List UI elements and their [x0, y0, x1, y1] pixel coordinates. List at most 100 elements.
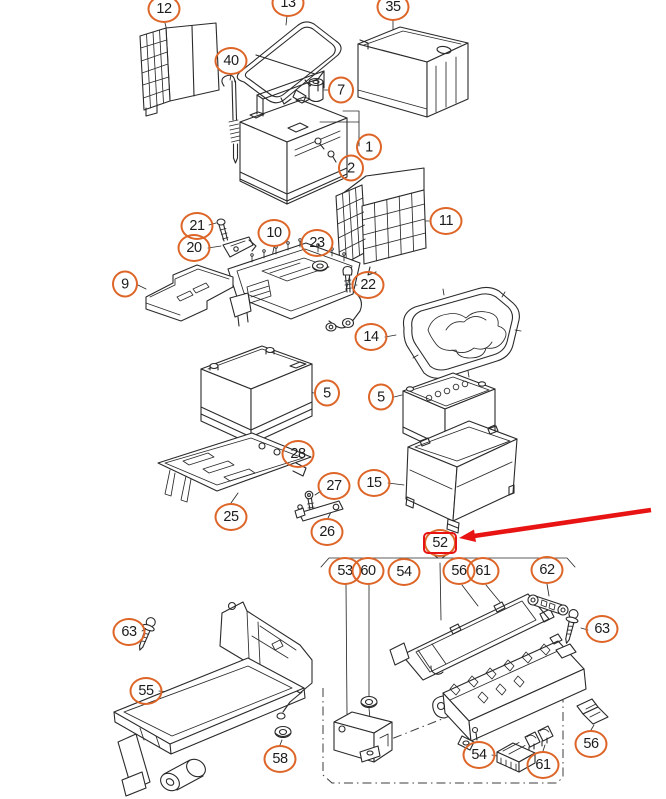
- part-12-insulation-jacket: [139, 22, 220, 117]
- part-58-nut: [274, 725, 292, 739]
- callout-14[interactable]: 14: [354, 323, 388, 351]
- callout-55-label: 55: [138, 683, 154, 699]
- part-21-bolt: [216, 218, 229, 242]
- callout-9-label: 9: [121, 276, 129, 292]
- bottom-section-leaders: [141, 553, 595, 757]
- callout-58[interactable]: 58: [263, 745, 297, 773]
- callout-52-label: 52: [432, 535, 448, 551]
- callout-9[interactable]: 9: [112, 270, 138, 298]
- callout-7-label: 7: [337, 82, 345, 98]
- callout-1[interactable]: 1: [356, 133, 382, 161]
- part-23-nut: [311, 260, 329, 272]
- callout-63-left[interactable]: 63: [112, 618, 146, 646]
- part-1-2-fasteners: [314, 110, 360, 163]
- callout-58-label: 58: [272, 751, 288, 767]
- part-22-bolt: [342, 265, 353, 293]
- callout-23[interactable]: 23: [300, 229, 334, 257]
- callout-15[interactable]: 15: [357, 469, 391, 497]
- callout-10-label: 10: [266, 225, 282, 241]
- callout-61-top-label: 61: [475, 563, 491, 579]
- part-26-bracket-arm: [294, 500, 344, 522]
- callout-54-bottom-label: 54: [471, 747, 487, 763]
- callout-27[interactable]: 27: [317, 472, 351, 500]
- fuse-box-body: [432, 633, 587, 751]
- callout-13-label: 13: [280, 0, 296, 11]
- callout-54-top[interactable]: 54: [387, 558, 421, 586]
- part-15-battery-box-lower: [405, 420, 518, 534]
- callout-28-label: 28: [290, 446, 306, 462]
- callout-5-left[interactable]: 5: [314, 379, 340, 407]
- callout-1-label: 1: [365, 139, 373, 155]
- callout-14-label: 14: [363, 329, 379, 345]
- callout-7[interactable]: 7: [328, 76, 354, 104]
- callout-25[interactable]: 25: [214, 503, 248, 531]
- callout-12[interactable]: 12: [147, 0, 181, 23]
- callout-10[interactable]: 10: [257, 219, 291, 247]
- callout-63-right-label: 63: [594, 621, 610, 637]
- callout-56-bottom[interactable]: 56: [574, 730, 608, 758]
- callout-26[interactable]: 26: [310, 518, 344, 546]
- callout-53-label: 53: [337, 563, 353, 579]
- highlight-arrow: [459, 507, 652, 542]
- callout-62-label: 62: [539, 562, 555, 578]
- callout-26-label: 26: [319, 524, 335, 540]
- callout-11[interactable]: 11: [429, 207, 463, 235]
- callout-40[interactable]: 40: [214, 47, 248, 75]
- callout-61-top[interactable]: 61: [466, 557, 500, 585]
- part-5-battery-left: [200, 345, 313, 445]
- callout-35[interactable]: 35: [376, 0, 410, 21]
- callout-25-label: 25: [223, 509, 239, 525]
- callout-2-label: 2: [347, 160, 355, 176]
- part-35-battery-box: [357, 26, 469, 118]
- callout-56-bottom-label: 56: [583, 736, 599, 752]
- fuse-box-cover: [389, 593, 555, 681]
- part-13-battery-cover: [236, 21, 342, 105]
- callout-63-right[interactable]: 63: [585, 615, 619, 643]
- assembly-boundary: [322, 688, 564, 784]
- callout-60[interactable]: 60: [351, 557, 385, 585]
- callout-61-bottom[interactable]: 61: [526, 751, 560, 779]
- callout-62[interactable]: 62: [530, 556, 564, 584]
- callout-60-label: 60: [360, 563, 376, 579]
- part-61-fuses-bottom: [524, 725, 554, 753]
- callout-21-label: 21: [189, 218, 205, 234]
- callout-23-label: 23: [309, 235, 325, 251]
- part-9-support-rail: [145, 264, 234, 322]
- callout-20[interactable]: 20: [177, 234, 211, 262]
- callout-54-bottom[interactable]: 54: [462, 741, 496, 769]
- part-55-mounting-bracket: [113, 601, 313, 797]
- callout-5-left-label: 5: [323, 385, 331, 401]
- callout-22-label: 22: [360, 277, 376, 293]
- callout-5-right[interactable]: 5: [368, 383, 394, 411]
- callout-12-label: 12: [156, 1, 172, 17]
- callout-54-top-label: 54: [396, 564, 412, 580]
- callout-55[interactable]: 55: [129, 677, 163, 705]
- callout-40-label: 40: [223, 53, 239, 69]
- part-11-thermal-sleeve: [335, 167, 427, 276]
- part-20-clamp: [222, 236, 257, 258]
- callout-61-bottom-label: 61: [535, 757, 551, 773]
- central-battery: [239, 70, 348, 205]
- callout-27-label: 27: [326, 478, 342, 494]
- callout-63-left-label: 63: [121, 624, 137, 640]
- callout-15-label: 15: [366, 475, 382, 491]
- part-62-fuse-strip: [527, 594, 569, 616]
- part-40-hold-down-rod: [221, 74, 241, 164]
- callout-13[interactable]: 13: [271, 0, 305, 17]
- part-63-screw-right: [565, 609, 579, 644]
- callout-56-top-label: 56: [451, 563, 467, 579]
- highlight-box: [423, 532, 457, 554]
- callout-2[interactable]: 2: [338, 154, 364, 182]
- callout-35-label: 35: [385, 0, 401, 15]
- part-14-tray-cover: [402, 286, 522, 379]
- part-56-connector-bottom: [576, 698, 609, 725]
- callout-52-highlighted[interactable]: 52: [422, 527, 458, 559]
- callout-11-label: 11: [438, 213, 454, 229]
- part-53-control-box: [333, 711, 393, 763]
- callout-5-right-label: 5: [377, 389, 385, 405]
- callout-28[interactable]: 28: [281, 440, 315, 468]
- callout-22[interactable]: 22: [351, 271, 385, 299]
